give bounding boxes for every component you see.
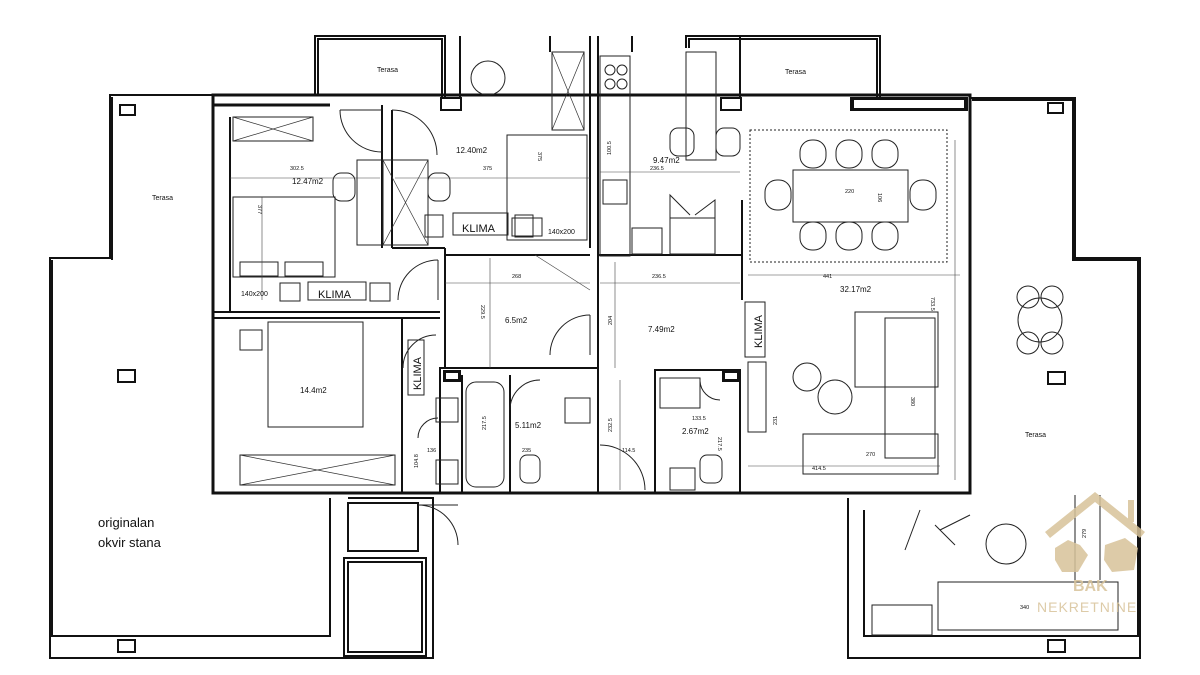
logo-bear-icon	[1104, 538, 1138, 572]
room-area-bath-2: 2.67m2	[682, 427, 709, 436]
room-area-master-bedroom: 14.4m2	[300, 386, 327, 395]
terrace-label-right: Terasa	[1025, 432, 1046, 439]
dim-100: 100.5	[607, 141, 613, 155]
room-area-living: 32.17m2	[840, 285, 872, 294]
dim-733: 733.5	[929, 297, 935, 311]
dim-235: 235	[522, 448, 531, 454]
terrace-label-top-left: Terasa	[377, 67, 398, 74]
logo-house-icon	[1045, 492, 1145, 538]
logo-bull-icon	[1055, 540, 1088, 572]
dim-236b: 236.5	[652, 274, 666, 280]
interior-walls	[213, 36, 743, 494]
room-area-bath-1: 5.11m2	[515, 421, 542, 430]
dim-106: 106	[876, 193, 882, 202]
dim-231: 231	[773, 416, 779, 425]
dim-441: 441	[823, 274, 832, 280]
dimension-lines	[230, 140, 960, 490]
dim-217a: 217.5	[482, 416, 488, 430]
dim-232: 232.5	[608, 418, 614, 432]
dim-204: 204	[608, 316, 614, 325]
room-labels: 12.47m2 12.40m2 9.47m2 32.17m2 6.5m2 7.4…	[98, 67, 1046, 550]
dim-302: 302.5	[290, 166, 304, 172]
dim-270: 270	[866, 452, 875, 458]
dimension-labels: 302.5 375 375 377 236.5 100.5 220 106 44…	[256, 141, 1088, 611]
dim-268: 268	[512, 274, 521, 280]
klima-label-1: KLIMA	[318, 289, 352, 301]
dim-340: 340	[1020, 605, 1029, 611]
dim-229: 229.5	[479, 305, 485, 319]
dim-380: 380	[909, 397, 915, 406]
room-area-corridor: 7.49m2	[648, 325, 675, 334]
room-area-hall: 6.5m2	[505, 316, 528, 325]
columns	[117, 97, 1066, 653]
dim-217b: 217.5	[716, 437, 722, 451]
dim-114: 114.5	[622, 448, 635, 454]
dim-220: 220	[845, 189, 854, 195]
dim-375v: 375	[536, 152, 542, 161]
dim-236a: 236.5	[650, 166, 664, 172]
furniture	[232, 51, 1119, 636]
terrace-label-top-right: Terasa	[785, 69, 806, 76]
klima-label-3: KLIMA	[753, 314, 765, 348]
bed-size-2: 140x200	[548, 229, 575, 236]
ac-units	[307, 212, 766, 396]
bak-nekretnine-logo: BAK NEKRETNINE	[1037, 492, 1145, 615]
logo-brand: BAK	[1073, 578, 1108, 595]
dim-104: 104.8	[414, 454, 420, 468]
dim-279: 279	[1082, 529, 1088, 538]
klima-label-4: KLIMA	[412, 356, 424, 390]
dim-375: 375	[483, 166, 492, 172]
dim-414: 414.5	[812, 466, 826, 472]
room-area-bedroom-2: 12.40m2	[456, 146, 488, 155]
dim-133: 133.5	[692, 416, 706, 422]
klima-label-2: KLIMA	[462, 223, 496, 235]
outer-frame	[49, 35, 1141, 659]
dim-377: 377	[256, 205, 262, 214]
logo-chimney-icon	[1128, 500, 1134, 522]
terrace-label-left: Terasa	[152, 195, 173, 202]
room-area-bedroom-1: 12.47m2	[292, 177, 324, 186]
dim-136: 136	[427, 448, 436, 454]
original-frame-line-2: okvir stana	[98, 535, 162, 550]
room-area-kitchen: 9.47m2	[653, 156, 680, 165]
doors	[339, 109, 721, 546]
bed-size-1: 140x200	[241, 291, 268, 298]
original-frame-line-1: originalan	[98, 515, 154, 530]
logo-sub: NEKRETNINE	[1037, 599, 1137, 615]
